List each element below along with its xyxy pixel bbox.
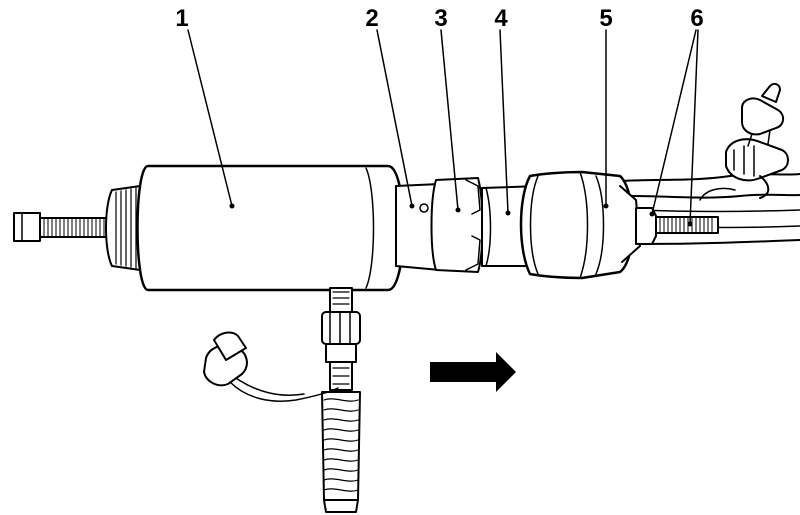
callout-2: 2 — [365, 5, 378, 32]
cylinder-threaded-collar — [105, 185, 141, 271]
hose-fitting-upper-right — [725, 82, 789, 199]
inner-tie-rod-nut — [519, 170, 641, 280]
callout-6: 6 — [690, 5, 703, 32]
hydraulic-cylinder — [136, 164, 406, 292]
hydraulic-hose-assembly — [321, 287, 361, 513]
callout-leader-lines — [187, 29, 699, 225]
adapter-ring — [430, 177, 484, 273]
callout-3: 3 — [434, 5, 447, 32]
threaded-forcing-screw — [13, 212, 113, 242]
callout-5: 5 — [599, 5, 612, 32]
callout-4: 4 — [494, 5, 508, 32]
tie-rod — [635, 207, 719, 245]
dust-cap — [203, 331, 339, 402]
direction-arrow-icon — [430, 352, 516, 392]
callout-1: 1 — [175, 5, 188, 32]
